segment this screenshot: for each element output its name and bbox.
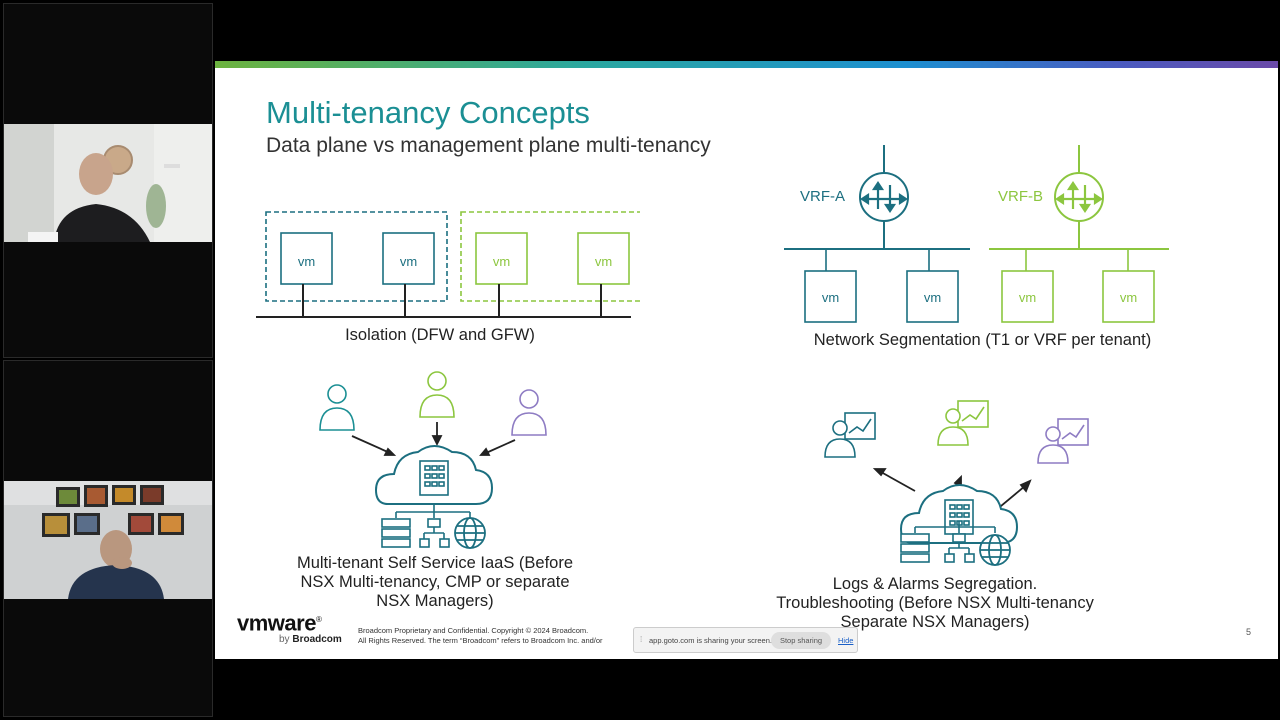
user-icon [319,384,355,431]
logo-registered: ® [315,615,322,624]
vrf-b-label: VRF-B [998,188,1043,205]
logs-diagram [824,400,1089,544]
legal-line-1: Broadcom Proprietary and Confidential. C… [358,626,589,635]
participant-video-2 [4,481,212,599]
logo-broadcom: Broadcom [292,634,342,646]
user-chart-icon [824,412,876,458]
vm-label: vm [399,254,418,269]
server-icon [381,518,411,548]
globe-icon [454,517,486,549]
logs-infra-icons [900,521,1011,566]
server-icon [900,533,930,563]
iaas-diagram [319,371,547,549]
participant-video-1 [4,124,212,242]
vm-label: vm [821,290,840,305]
slide-accent-bar [215,61,1278,68]
iaas-caption-line-2: NSX Multi-tenancy, CMP or separate [300,573,570,591]
shared-slide: Multi-tenancy Concepts Data plane vs man… [215,61,1278,659]
isolation-diagram [256,211,640,318]
network-icon [419,518,450,548]
vm-label: vm [492,254,511,269]
user-icon [511,389,547,436]
slide-title: Multi-tenancy Concepts [266,95,590,130]
stop-sharing-button[interactable]: Stop sharing [771,632,831,649]
user-icon [419,371,455,418]
isolation-caption: Isolation (DFW and GFW) [345,326,535,344]
logs-caption-line-2: Troubleshooting (Before NSX Multi-tenanc… [776,594,1094,612]
logs-caption-line-3: Separate NSX Managers) [840,613,1030,631]
building-icon [419,460,449,496]
participant-tile-2[interactable] [3,360,213,717]
hide-link[interactable]: Hide [838,636,854,645]
user-chart-icon [937,400,989,446]
slide-subtitle: Data plane vs management plane multi-ten… [266,134,711,157]
iaas-caption-line-3: NSX Managers) [376,592,494,610]
globe-icon [979,534,1011,566]
drag-handle-icon[interactable]: ⁞ [640,635,643,644]
vm-label: vm [1018,290,1037,305]
vm-label: vm [923,290,942,305]
legal-notice: Broadcom Proprietary and Confidential. C… [358,626,603,646]
network-icon [944,533,975,563]
iaas-caption-line-1: Multi-tenant Self Service IaaS (Before [296,554,574,572]
logo-wordmark: vmware [237,610,316,636]
user-chart-icon [1037,418,1089,464]
vm-label: vm [594,254,613,269]
participant-tile-1[interactable] [3,3,213,358]
segmentation-caption: Network Segmentation (T1 or VRF per tena… [813,331,1152,349]
logo-by: by [279,634,290,646]
screen-share-banner: ⁞ app.goto.com is sharing your screen. S… [633,627,858,653]
vm-label: vm [297,254,316,269]
legal-line-2: All Rights Reserved. The term “Broadcom”… [358,636,603,645]
vmware-logo: vmware® by Broadcom [237,609,342,646]
vm-label: vm [1119,290,1138,305]
segmentation-diagram [784,145,1169,323]
page-number: 5 [1245,627,1251,637]
logs-caption-line-1: Logs & Alarms Segregation. [832,575,1038,593]
share-message: app.goto.com is sharing your screen. [649,636,772,645]
vrf-a-label: VRF-A [800,188,845,205]
